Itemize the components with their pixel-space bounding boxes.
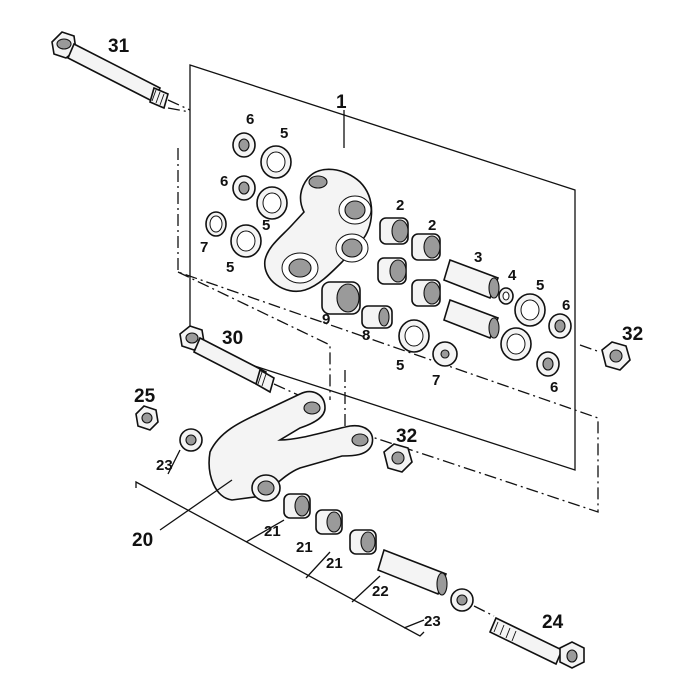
label-2-a: 2 bbox=[396, 197, 404, 214]
nut-25[interactable] bbox=[135, 405, 159, 431]
bolt-30-axis bbox=[273, 383, 319, 405]
seal-5-e bbox=[500, 327, 532, 361]
label-21-a: 21 bbox=[264, 523, 281, 540]
bearing-2-d bbox=[411, 279, 441, 307]
label-30: 30 bbox=[222, 328, 243, 349]
tube-22 bbox=[377, 548, 448, 596]
label-25: 25 bbox=[134, 386, 156, 407]
kit-panel-outline bbox=[189, 64, 576, 471]
label-7-b: 7 bbox=[432, 372, 440, 389]
kit-guide-dashed bbox=[177, 148, 599, 513]
nut-32-lower[interactable] bbox=[383, 443, 413, 473]
sleeve-8 bbox=[361, 305, 393, 329]
washer-6-a bbox=[232, 132, 256, 158]
seal-5-c bbox=[230, 224, 262, 258]
ring-7-a bbox=[205, 211, 227, 237]
label-22: 22 bbox=[372, 583, 389, 600]
bolt-31-axis bbox=[167, 99, 191, 111]
label-23-b: 23 bbox=[424, 613, 441, 630]
washer-23-upper bbox=[179, 428, 203, 452]
label-3: 3 bbox=[474, 249, 482, 266]
bolt-30[interactable] bbox=[179, 325, 275, 394]
seal-5-a bbox=[260, 145, 292, 179]
ring-7-b bbox=[432, 341, 458, 367]
bolt-31[interactable] bbox=[51, 31, 169, 110]
leader-23-b bbox=[403, 619, 425, 629]
nut-32-right[interactable] bbox=[601, 341, 631, 371]
leader-21-b bbox=[305, 551, 331, 579]
label-5-a: 5 bbox=[280, 125, 288, 142]
label-6-a: 6 bbox=[246, 111, 254, 128]
bushing-9 bbox=[321, 281, 361, 315]
label-32-a: 32 bbox=[622, 324, 643, 345]
label-9: 9 bbox=[322, 311, 330, 328]
label-8: 8 bbox=[362, 327, 370, 344]
label-1: 1 bbox=[336, 92, 347, 113]
label-5-c: 5 bbox=[536, 277, 544, 294]
label-5-d: 5 bbox=[396, 357, 404, 374]
tube-3-a bbox=[443, 258, 500, 300]
washer-6-c bbox=[548, 313, 572, 339]
seal-5-f bbox=[398, 319, 430, 353]
label-23-a: 23 bbox=[156, 457, 173, 474]
tube-3-b bbox=[443, 298, 500, 340]
washer-6-b bbox=[232, 175, 256, 201]
kit-guide-dashed-5 bbox=[177, 271, 331, 400]
leader-22 bbox=[351, 575, 381, 603]
label-6-d: 6 bbox=[550, 379, 558, 396]
washer-6-d bbox=[536, 351, 560, 377]
label-6-c: 6 bbox=[562, 297, 570, 314]
label-5-e: 5 bbox=[262, 217, 270, 234]
label-21-b: 21 bbox=[296, 539, 313, 556]
linkage-arm-20 bbox=[208, 390, 374, 502]
bearing-21-a bbox=[283, 493, 311, 519]
seal-5-b bbox=[256, 186, 288, 220]
label-31: 31 bbox=[108, 36, 130, 57]
kit-guide-dashed-3 bbox=[579, 344, 601, 353]
label-7-a: 7 bbox=[200, 239, 208, 256]
bracket-bottom-group bbox=[135, 480, 425, 637]
rocker-link bbox=[264, 168, 373, 293]
leader-21-a bbox=[245, 519, 285, 543]
label-21-c: 21 bbox=[326, 555, 343, 572]
label-5-b: 5 bbox=[226, 259, 234, 276]
label-20: 20 bbox=[132, 530, 153, 551]
leader-23-a bbox=[167, 449, 181, 475]
washer-23-lower bbox=[450, 588, 474, 612]
seal-5-d bbox=[514, 293, 546, 327]
label-4: 4 bbox=[508, 267, 517, 284]
label-6-b: 6 bbox=[220, 173, 228, 190]
bearing-2-b bbox=[411, 233, 441, 261]
bearing-2-a bbox=[379, 217, 409, 245]
bearing-21-c bbox=[349, 529, 377, 555]
label-2-b: 2 bbox=[428, 217, 436, 234]
ring-4 bbox=[498, 287, 514, 305]
leader-20 bbox=[159, 479, 233, 531]
bolt-24[interactable] bbox=[488, 616, 585, 669]
bearing-2-c bbox=[377, 257, 407, 285]
bearing-21-b bbox=[315, 509, 343, 535]
bolt-24-axis bbox=[473, 605, 495, 617]
kit-guide-dashed-2 bbox=[167, 107, 191, 113]
label-32-b: 32 bbox=[396, 426, 417, 447]
label-24: 24 bbox=[542, 612, 564, 633]
